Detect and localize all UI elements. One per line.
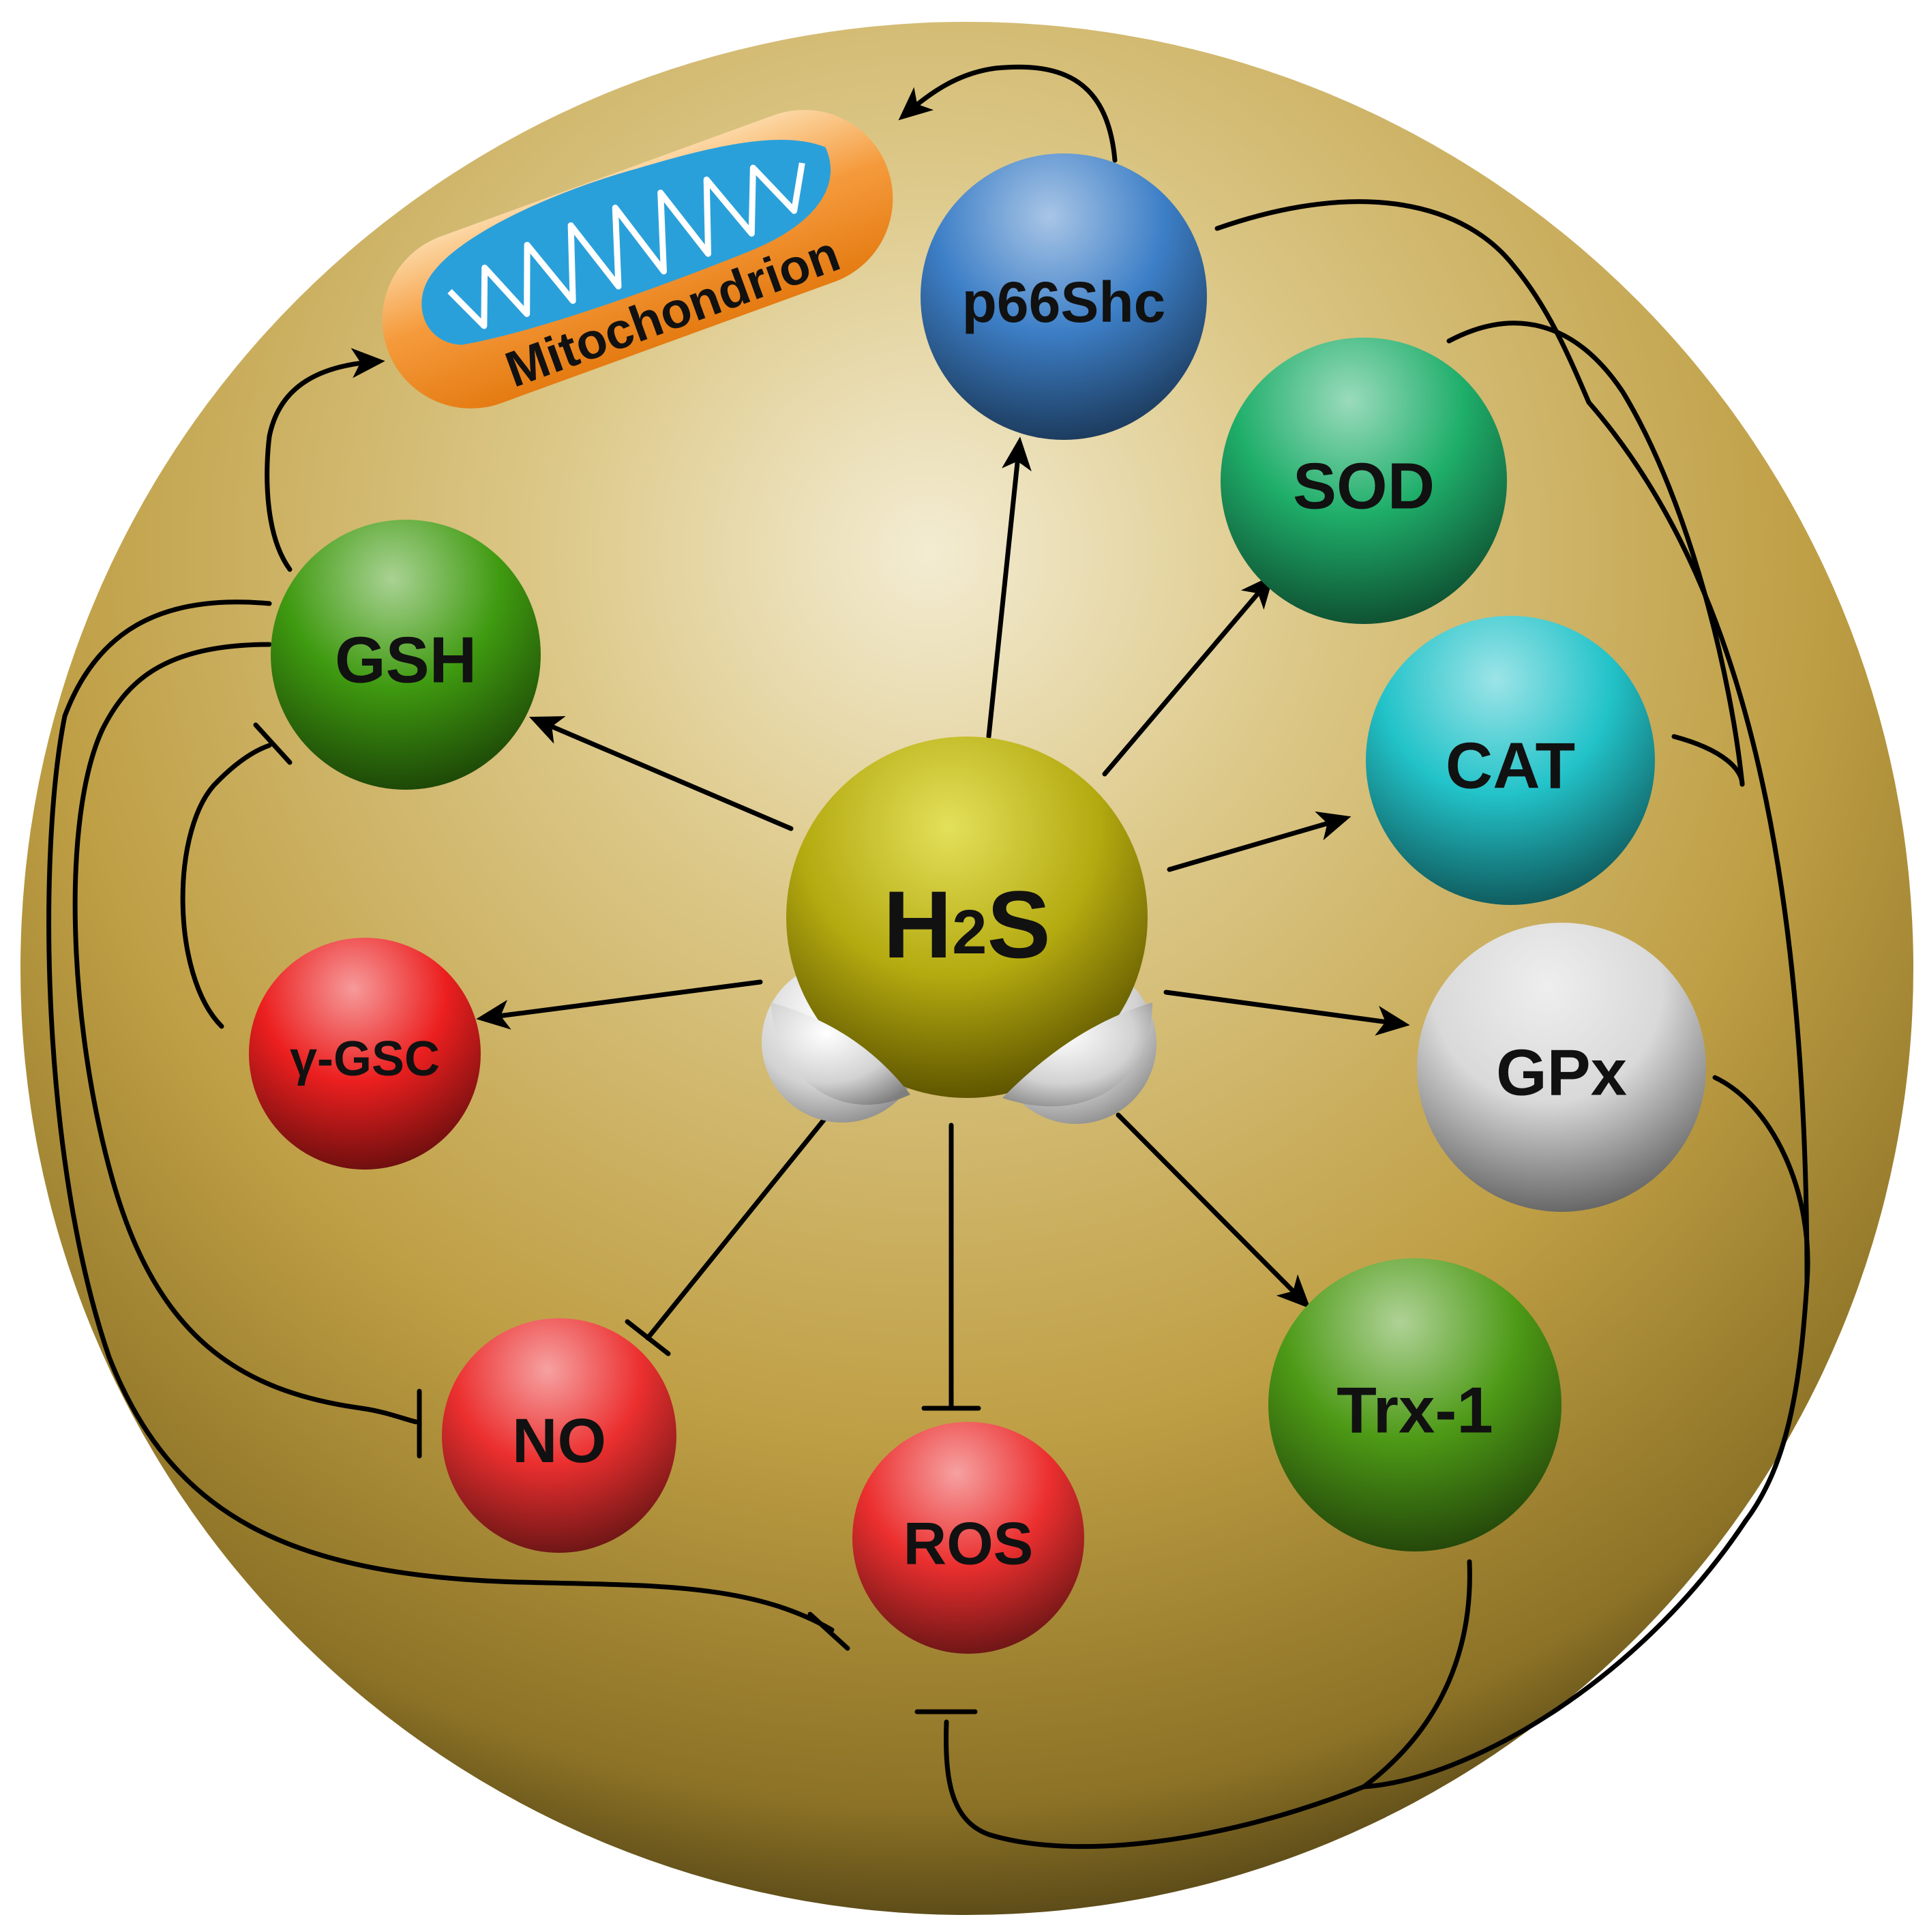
node-ygsc-label: γ-GSC [290, 1032, 440, 1086]
node-no: NO [442, 1318, 676, 1553]
h2s-molecule: H2S [762, 737, 1156, 1124]
node-ygsc-sphere [249, 938, 481, 1170]
node-gpx-label: GPx [1496, 1037, 1627, 1110]
node-cat-sphere [1366, 616, 1655, 905]
node-trx1-label: Trx-1 [1336, 1374, 1493, 1447]
node-gpx: GPx [1417, 923, 1706, 1212]
node-ros-sphere [852, 1422, 1084, 1654]
sulfur-atom [786, 737, 1148, 1098]
node-gpx-sphere [1417, 923, 1706, 1212]
node-no-sphere [442, 1318, 676, 1553]
node-trx1: Trx-1 [1268, 1258, 1562, 1551]
node-gsh-sphere [271, 520, 541, 790]
node-cat: CAT [1366, 616, 1655, 905]
node-ros: ROS [852, 1422, 1084, 1654]
node-gsh: GSH [271, 520, 541, 790]
node-trx1-sphere [1268, 1258, 1562, 1551]
edges [46, 64, 1810, 1849]
hydrogen-front-right [1002, 1002, 1152, 1107]
node-sod: SOD [1221, 338, 1507, 624]
node-gsh-label: GSH [335, 624, 477, 697]
hydrogen-front-left [771, 1002, 910, 1105]
node-ygsc: γ-GSC [249, 938, 481, 1170]
h2s-label: H2S [883, 871, 1051, 978]
node-p66shc: p66Shc [921, 153, 1207, 440]
node-sod-sphere [1221, 338, 1507, 624]
node-p66shc-label: p66Shc [962, 270, 1166, 334]
node-ros-label: ROS [903, 1510, 1034, 1577]
node-no-label: NO [512, 1406, 606, 1476]
node-cat-label: CAT [1446, 730, 1575, 803]
node-p66shc-sphere [921, 153, 1207, 440]
node-sod-label: SOD [1293, 450, 1435, 523]
